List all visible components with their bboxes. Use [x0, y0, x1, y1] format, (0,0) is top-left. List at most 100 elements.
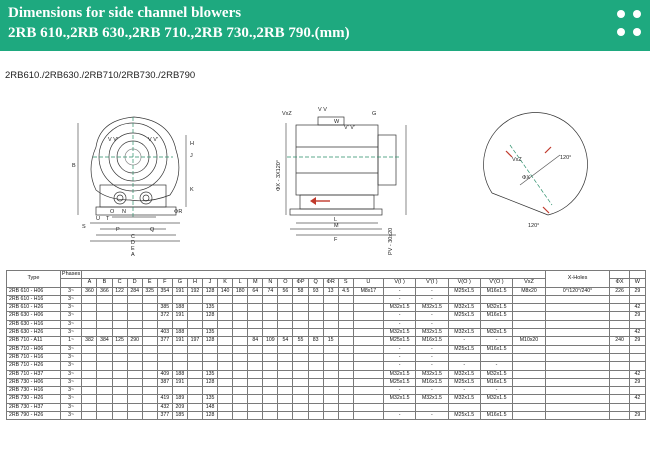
- dimension-cell: [186, 377, 204, 388]
- dimension-cell: [247, 402, 264, 413]
- dimension-cell: [292, 303, 309, 313]
- model-type-cell: 2RB 630 - H26: [6, 328, 61, 338]
- dimension-cell: [111, 369, 128, 379]
- column-header: J: [201, 278, 219, 288]
- dim-label-vv: V V: [318, 107, 327, 113]
- dimension-cell: -: [382, 286, 417, 296]
- dimension-cell: [156, 361, 173, 371]
- model-type-cell: 2RB 730 - H16: [6, 386, 61, 396]
- phase-cell: 3~: [59, 303, 83, 313]
- dimension-cell: M8x17: [352, 286, 384, 296]
- dim-label-x: ΦX - 3X120°: [276, 160, 282, 191]
- dimension-cell: [81, 344, 98, 354]
- dimension-cell: [126, 361, 143, 371]
- dimension-cell: [277, 402, 294, 413]
- dimension-cell: [512, 303, 546, 313]
- dimension-cell: [609, 386, 630, 396]
- dimension-cell: [292, 344, 309, 354]
- dimension-cell: [96, 369, 113, 379]
- dimension-cell: [277, 319, 294, 330]
- dimension-cell: [352, 328, 384, 338]
- dimension-cell: [81, 328, 98, 338]
- dimension-cell: -: [447, 361, 481, 371]
- dimension-cell: [609, 294, 630, 305]
- dimension-cell: -: [447, 386, 481, 396]
- dimension-cell: -: [415, 352, 449, 363]
- dimension-cell: [186, 369, 204, 379]
- dimension-cell: [81, 369, 98, 379]
- dimension-cell: [292, 386, 309, 396]
- dimension-cell: [141, 377, 158, 388]
- dimension-cell: [171, 386, 188, 396]
- model-list-heading: 2RB610./2RB630./2RB710/2RB730./2RB790: [5, 70, 196, 81]
- dimension-cell: [322, 386, 339, 396]
- dimension-cell: M16x1.5: [479, 286, 514, 296]
- dimension-cell: [277, 303, 294, 313]
- side-view: [285, 116, 407, 236]
- dimension-cell: M16x1.5: [479, 311, 514, 321]
- model-type-cell: 2RB 710 - H37: [6, 369, 61, 379]
- dimension-cell: [141, 394, 158, 404]
- dimension-cell: -: [415, 344, 449, 354]
- dimension-cell: M25x1.5: [447, 344, 481, 354]
- dimension-cell: [512, 411, 546, 421]
- dimension-cell: M32x1.5: [382, 394, 417, 404]
- dimension-cell: [447, 402, 481, 413]
- dimension-cell: [232, 386, 249, 396]
- dimension-cell: [307, 386, 324, 396]
- dimension-cell: [322, 294, 339, 305]
- dimension-cell: [262, 377, 279, 388]
- dimension-cell: [96, 402, 113, 413]
- flange-label-angle-top: 120°: [560, 155, 571, 161]
- dimension-cell: 4.5: [337, 286, 354, 296]
- dimension-cell: [217, 394, 234, 404]
- phase-cell: 3~: [59, 369, 83, 379]
- dimension-cell: [544, 377, 611, 388]
- dimension-cell: [337, 369, 354, 379]
- dimension-cell: [322, 411, 339, 421]
- dimension-cell: 135: [201, 394, 219, 404]
- dim-label-u: U: [96, 216, 100, 222]
- column-header: U: [352, 278, 384, 288]
- dimension-cell: [479, 402, 514, 413]
- dimension-cell: [337, 328, 354, 338]
- dimension-cell: [201, 294, 219, 305]
- flange-label-x: ΦX: [522, 175, 530, 181]
- column-header: ΦP: [292, 278, 309, 288]
- dimension-cell: [126, 369, 143, 379]
- decor-dot: [633, 10, 641, 18]
- dimension-cell: 191: [171, 377, 188, 388]
- dimension-cell: 180: [232, 286, 249, 296]
- dimension-cell: 240: [609, 336, 630, 346]
- dimension-cell: 188: [171, 369, 188, 379]
- dimension-cell: M32x1.5: [447, 394, 481, 404]
- dimension-cell: [512, 352, 546, 363]
- dimension-cell: 377: [156, 411, 173, 421]
- dim-label-a: A: [131, 252, 135, 258]
- dimension-cell: M32x1.5: [479, 303, 514, 313]
- dimension-cell: [337, 303, 354, 313]
- dimension-cell: [96, 303, 113, 313]
- dimension-cell: [156, 294, 173, 305]
- dimension-cell: [322, 303, 339, 313]
- dimension-cell: [544, 402, 611, 413]
- dimension-cell: 189: [171, 394, 188, 404]
- header-spacer: [609, 269, 630, 280]
- dimension-cell: [81, 352, 98, 363]
- header-spacer: [81, 269, 546, 280]
- dimension-cell: 191: [171, 311, 188, 321]
- dimension-cell: [171, 361, 188, 371]
- dimension-cell: [337, 311, 354, 321]
- dimension-cell: [81, 311, 98, 321]
- dimension-cell: 382: [81, 336, 98, 346]
- dimension-cell: 290: [126, 336, 143, 346]
- dimension-cell: [337, 294, 354, 305]
- dimension-cell: [307, 402, 324, 413]
- column-header: ΦR: [322, 278, 339, 288]
- dim-label-r: ΦR: [174, 209, 182, 215]
- dimension-cell: [96, 311, 113, 321]
- dimension-cell: [352, 369, 384, 379]
- dimension-cell: 29: [628, 311, 647, 321]
